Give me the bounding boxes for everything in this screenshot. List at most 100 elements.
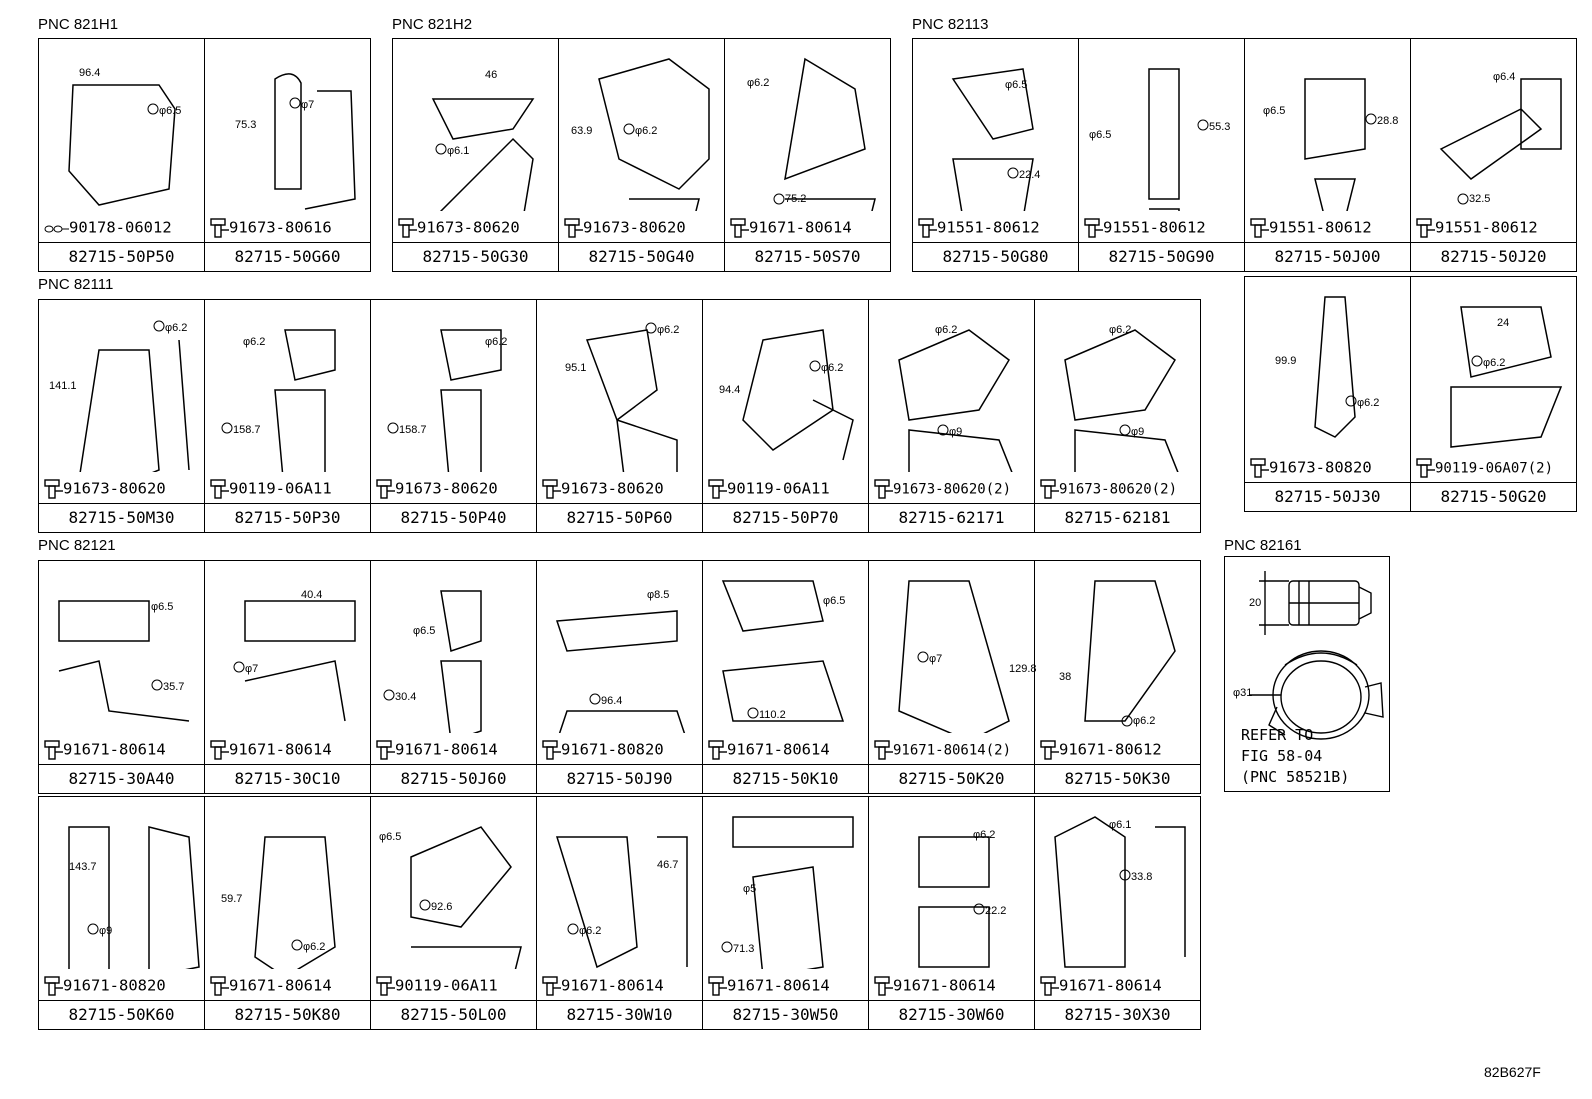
bolt-callout: 91671-80614 (43, 739, 166, 761)
part-number[interactable]: 82715-50G20 (1411, 482, 1576, 511)
figure-id: 82B627F (1484, 1064, 1541, 1080)
dim-label: φ7 (301, 99, 315, 111)
bolt-icon (874, 740, 893, 760)
dim-label: φ31 (1233, 687, 1253, 699)
part-number[interactable]: 82715-50K30 (1035, 764, 1200, 793)
bolt-callout: 90178-06012 (43, 217, 172, 239)
part-number[interactable]: 82715-50K60 (39, 1000, 204, 1029)
part-number[interactable]: 82715-30W50 (703, 1000, 868, 1029)
bolt-icon (398, 218, 417, 238)
bolt-callout: 91551-80612 (1249, 217, 1372, 239)
part-number[interactable]: 82715-50K10 (703, 764, 868, 793)
bolt-icon (1084, 218, 1103, 238)
bolt-icon (730, 218, 749, 238)
part-number[interactable]: 82715-50P60 (537, 503, 702, 532)
bolt-icon (210, 976, 229, 996)
pnc-label-821h1: PNC 821H1 (38, 16, 119, 33)
bolt-callout: 91671-80614 (541, 975, 664, 997)
part-number[interactable]: 82715-30W60 (869, 1000, 1034, 1029)
dim-label: 40.4 (301, 589, 323, 601)
bolt-callout: 91671-80614 (209, 975, 332, 997)
dim-label: 30.4 (395, 691, 417, 703)
dim-label: 38 (1059, 671, 1072, 683)
part-number[interactable]: 82715-50P30 (205, 503, 370, 532)
refer-line: REFER TO (1241, 726, 1314, 744)
part-number[interactable]: 82715-50G90 (1079, 242, 1244, 271)
part-number[interactable]: 82715-50J90 (537, 764, 702, 793)
bracket-drawing (221, 329, 336, 472)
bolt-number: 91551-80612 (1435, 218, 1538, 237)
part-number[interactable]: 82715-30A40 (39, 764, 204, 793)
dim-label: φ6.2 (303, 941, 326, 953)
bracket-drawing (918, 836, 990, 968)
part-number[interactable]: 82715-30W10 (537, 1000, 702, 1029)
clip-icon (44, 225, 69, 233)
bracket-drawing (79, 320, 190, 472)
part-number[interactable]: 82715-50G80 (913, 242, 1078, 271)
part-number[interactable]: 82715-50P50 (39, 242, 204, 271)
bolt-number: 91673-80620 (63, 479, 166, 498)
part-number[interactable]: 82715-50P40 (371, 503, 536, 532)
bracket-drawing (254, 836, 336, 969)
bolt-icon (376, 740, 395, 760)
part-number[interactable]: 82715-50L00 (371, 1000, 536, 1029)
part-number[interactable]: 82715-50J30 (1245, 482, 1410, 511)
part-number[interactable]: 82715-50G30 (393, 242, 558, 271)
part-number[interactable]: 82715-50G40 (559, 242, 724, 271)
part-number[interactable]: 82715-50K80 (205, 1000, 370, 1029)
bolt-icon (44, 976, 63, 996)
bracket-drawing (410, 826, 522, 969)
part-number[interactable]: 82715-50P70 (703, 503, 868, 532)
part-number[interactable]: 82715-50S70 (725, 242, 890, 271)
part-number[interactable]: 82715-50J60 (371, 764, 536, 793)
part-number[interactable]: 82715-30C10 (205, 764, 370, 793)
part-number[interactable]: 82715-50J20 (1411, 242, 1576, 271)
part-number[interactable]: 82715-62181 (1035, 503, 1200, 532)
bolt-callout: 91673-80820 (1249, 457, 1372, 479)
bolt-number: 91673-80620(2) (1059, 481, 1178, 498)
dim-label: φ6.2 (1357, 397, 1380, 409)
part-number[interactable]: 82715-62171 (869, 503, 1034, 532)
part-number[interactable]: 82715-50G60 (205, 242, 370, 271)
part-number[interactable]: 82715-50K20 (869, 764, 1034, 793)
dim-label: 22.2 (985, 905, 1007, 917)
bolt-callout: 91671-80614 (707, 975, 830, 997)
bolt-callout: 91671-80614(2) (873, 739, 1011, 761)
part-number[interactable]: 82715-50M30 (39, 503, 204, 532)
bolt-icon (708, 740, 727, 760)
part-number[interactable]: 82715-30X30 (1035, 1000, 1200, 1029)
part-number[interactable]: 82715-50J00 (1245, 242, 1410, 271)
